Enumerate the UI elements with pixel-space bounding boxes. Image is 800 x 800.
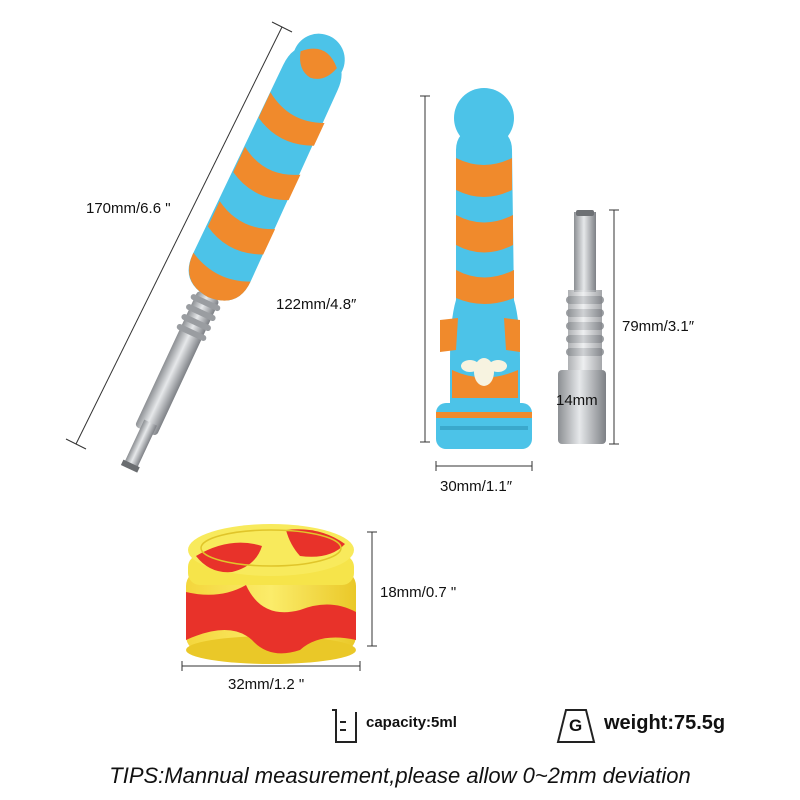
weight-label: weight:75.5g (604, 712, 726, 734)
orange-bands-upright (440, 158, 520, 398)
total-length-label: 170mm/6.6 " (86, 200, 171, 217)
nectar-collector-upright (436, 88, 532, 449)
weight-icon-letter: G (569, 716, 583, 735)
total-length-line (65, 21, 293, 450)
nectar-collector-angled (120, 33, 345, 473)
capacity-label: capacity:5ml (366, 714, 457, 731)
dimension-lines (181, 95, 619, 671)
jar-height-label: 18mm/0.7 " (380, 584, 457, 601)
tip-grooves-angled (176, 294, 221, 341)
tips-note: TIPS:Mannual measurement,please allow 0~… (109, 763, 691, 788)
tip-diameter-label: 14mm (556, 392, 598, 409)
body-width-label: 30mm/1.1″ (440, 478, 513, 495)
orange-swirls-angled (189, 92, 325, 301)
jar-width-label: 32mm/1.2 " (228, 676, 305, 693)
bee-emblem (461, 358, 507, 386)
silicone-jar (186, 524, 356, 664)
steel-tip-standalone (558, 210, 606, 444)
body-length-label: 122mm/4.8″ (276, 296, 357, 313)
silicone-body-upright (450, 126, 520, 405)
tip-length-label: 79mm/3.1″ (622, 318, 695, 335)
weight-icon (556, 709, 596, 743)
bulb-top (454, 88, 514, 148)
beaker-icon (332, 709, 357, 743)
steel-tip-angled (135, 291, 219, 436)
